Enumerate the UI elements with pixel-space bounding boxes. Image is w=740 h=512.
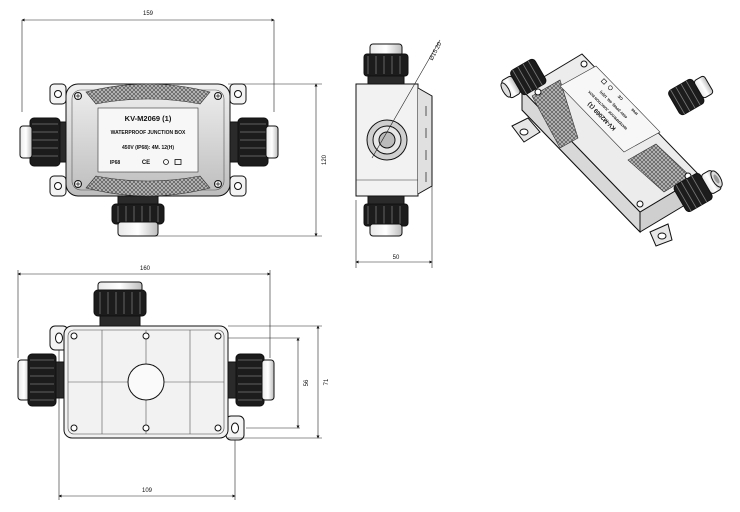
iso-recycle-icon — [600, 78, 608, 85]
isometric-view: KV-M2069 (1) WATERPROOF JUNCTION BOX 450… — [500, 53, 723, 247]
dim-bottom-inner-height: 56 — [304, 379, 310, 386]
top-view: 159 120 — [19, 11, 328, 237]
side-view: Ø15.20 50 — [355, 39, 444, 268]
dim-side-width: 50 — [393, 255, 400, 261]
iso-earth-icon — [608, 85, 613, 91]
earth-icon — [163, 159, 169, 165]
bottom-view: 160 56 — [17, 266, 330, 500]
dim-bottom-hole-spacing: 109 — [142, 488, 153, 494]
dim-bottom-width: 160 — [140, 266, 151, 272]
dim-bottom-outer-height: 71 — [324, 378, 330, 385]
iso-label-ip-mark: IP68 — [631, 108, 639, 116]
dim-top-height: 120 — [322, 154, 328, 165]
label-ce-mark: CE — [142, 160, 150, 166]
label-ip-mark: IP68 — [110, 160, 121, 166]
label-model: KV-M2069 (1) — [125, 114, 172, 123]
label-spec: 450V (IP68): 4M. 12(H) — [122, 145, 174, 151]
label-title: WATERPROOF JUNCTION BOX — [111, 130, 186, 136]
dim-side-diameter: Ø15.20 — [429, 41, 444, 62]
recycle-icon — [174, 159, 182, 165]
dim-top-width: 159 — [143, 11, 154, 17]
iso-label-ce-mark: CE — [616, 94, 624, 102]
